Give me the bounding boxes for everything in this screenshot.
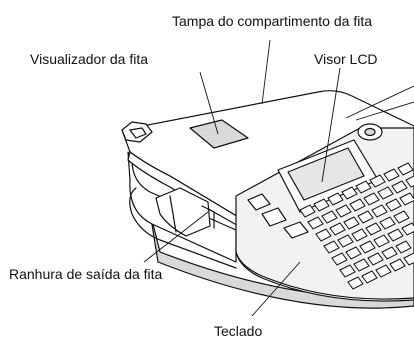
keyboard-key <box>315 228 332 242</box>
function-key <box>261 207 287 227</box>
keyboard-key <box>363 192 380 206</box>
keyboard-key <box>373 234 390 248</box>
keyboard-key <box>367 252 384 266</box>
keyboard-key <box>405 175 414 188</box>
keyboard-key <box>401 222 414 236</box>
label-keyboard: Teclado <box>214 323 263 338</box>
keyboard-key <box>341 186 358 200</box>
keyboard-key <box>369 174 386 188</box>
function-key <box>283 221 309 239</box>
keyboard-key <box>389 258 406 272</box>
keyboard-key <box>361 270 378 284</box>
keyboard-key <box>375 264 392 278</box>
keyboard-key <box>343 216 360 230</box>
keyboard-key <box>347 276 364 290</box>
keyboard-key <box>351 228 368 242</box>
keyboard-key <box>335 204 352 218</box>
keyboard-key <box>299 204 316 218</box>
keyboard-key <box>395 240 412 254</box>
keyboard-key <box>397 162 414 176</box>
keyboard-key <box>371 204 388 218</box>
keyboard-key <box>399 192 414 206</box>
leader-lcd <box>321 67 341 183</box>
keyboard-key <box>381 246 398 260</box>
keyboard-key <box>377 186 394 200</box>
leader-exit-slot <box>143 211 209 263</box>
keyboard-key <box>379 216 396 230</box>
keyboard-key <box>323 240 340 254</box>
keyboard-key <box>313 198 330 212</box>
keyboard-key <box>345 246 362 260</box>
keyboard-key <box>385 198 402 212</box>
leader-tape-cover <box>261 39 271 105</box>
printer-left-lower <box>129 187 237 269</box>
keyboard-keys <box>299 162 414 290</box>
keyboard-key <box>391 180 408 194</box>
keyboard-key <box>321 210 338 224</box>
keyboard-key <box>337 234 354 248</box>
label-tape-exit-slot: Ranhura de saída da fita <box>9 266 163 282</box>
keyboard-key <box>307 216 324 230</box>
function-key <box>247 193 271 211</box>
keyboard-key <box>339 264 356 278</box>
tape-viewer-window <box>189 119 249 149</box>
keyboard-key <box>349 198 366 212</box>
keyboard-key <box>329 222 346 236</box>
keyboard-key <box>331 252 348 266</box>
keyboard-key <box>359 240 376 254</box>
keyboard-key <box>327 192 344 206</box>
keyboard-key <box>365 222 382 236</box>
keyboard-key <box>393 210 410 224</box>
zoom-callout <box>345 85 414 121</box>
leader-keyboard <box>251 261 301 317</box>
label-lcd-display: Visor LCD <box>314 51 378 67</box>
lcd-display-screen <box>287 147 365 201</box>
leader-tape-viewer <box>199 71 219 135</box>
keyboard-key <box>353 258 370 272</box>
keyboard-key <box>383 168 400 182</box>
keyboard-key <box>387 228 404 242</box>
keyboard-key <box>357 210 374 224</box>
label-tape-compartment-cover: Tampa do compartimento da fita <box>172 13 372 29</box>
keyboard-key <box>403 252 414 266</box>
keyboard-key <box>355 180 372 194</box>
label-tape-viewer: Visualizador da fita <box>30 51 149 67</box>
